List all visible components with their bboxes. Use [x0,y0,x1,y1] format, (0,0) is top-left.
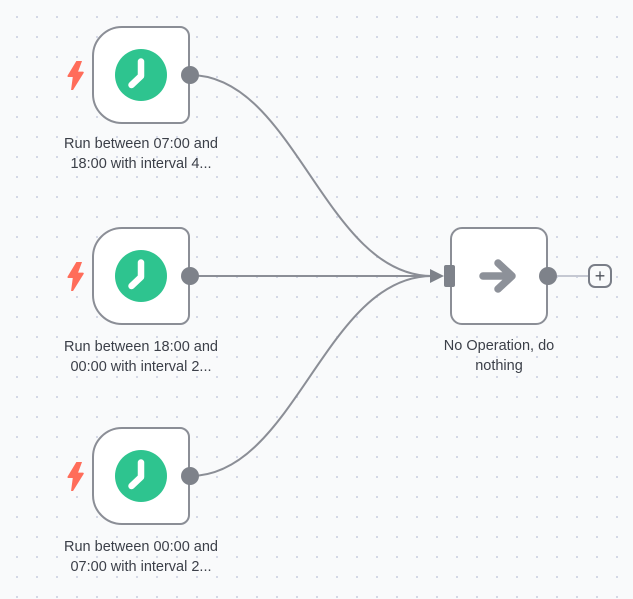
lightning-trigger-icon [67,61,84,90]
node-label-line: Run between 00:00 and [64,539,218,555]
lightning-trigger-icon [67,262,84,291]
output-connector-noop[interactable] [539,267,557,285]
node-label-line: Run between 18:00 and [64,339,218,355]
output-connector-trigger-3[interactable] [181,467,199,485]
lightning-trigger-icon [67,462,84,491]
node-label-trigger-2: Run between 18:00 and 00:00 with interva… [31,337,251,377]
connection-trigger3-noop[interactable] [189,275,433,477]
node-label-noop: No Operation, do nothing [389,336,609,376]
node-no-operation[interactable] [450,227,548,325]
node-label-line: 00:00 with interval 2... [70,359,212,375]
clock-icon [115,250,167,302]
node-label-line: 07:00 with interval 2... [70,559,212,575]
connection-arrowhead-icon [430,269,444,283]
clock-icon [115,450,167,502]
node-schedule-trigger-2[interactable] [92,227,190,325]
node-label-line: 18:00 with interval 4... [70,156,212,172]
input-connector-noop[interactable] [444,265,455,287]
node-label-line: Run between 07:00 and [64,136,218,152]
node-label-trigger-1: Run between 07:00 and 18:00 with interva… [31,134,251,174]
output-connector-trigger-2[interactable] [181,267,199,285]
node-label-trigger-3: Run between 00:00 and 07:00 with interva… [31,537,251,577]
node-label-line: nothing [475,358,523,374]
clock-icon [115,49,167,101]
node-schedule-trigger-1[interactable] [92,26,190,124]
connection-trigger1-noop[interactable] [189,74,433,277]
add-node-button[interactable]: + [588,264,612,288]
output-connector-trigger-1[interactable] [181,66,199,84]
node-label-line: No Operation, do [443,338,555,354]
plus-icon: + [594,266,606,286]
arrow-right-icon [479,259,516,293]
node-schedule-trigger-3[interactable] [92,427,190,525]
